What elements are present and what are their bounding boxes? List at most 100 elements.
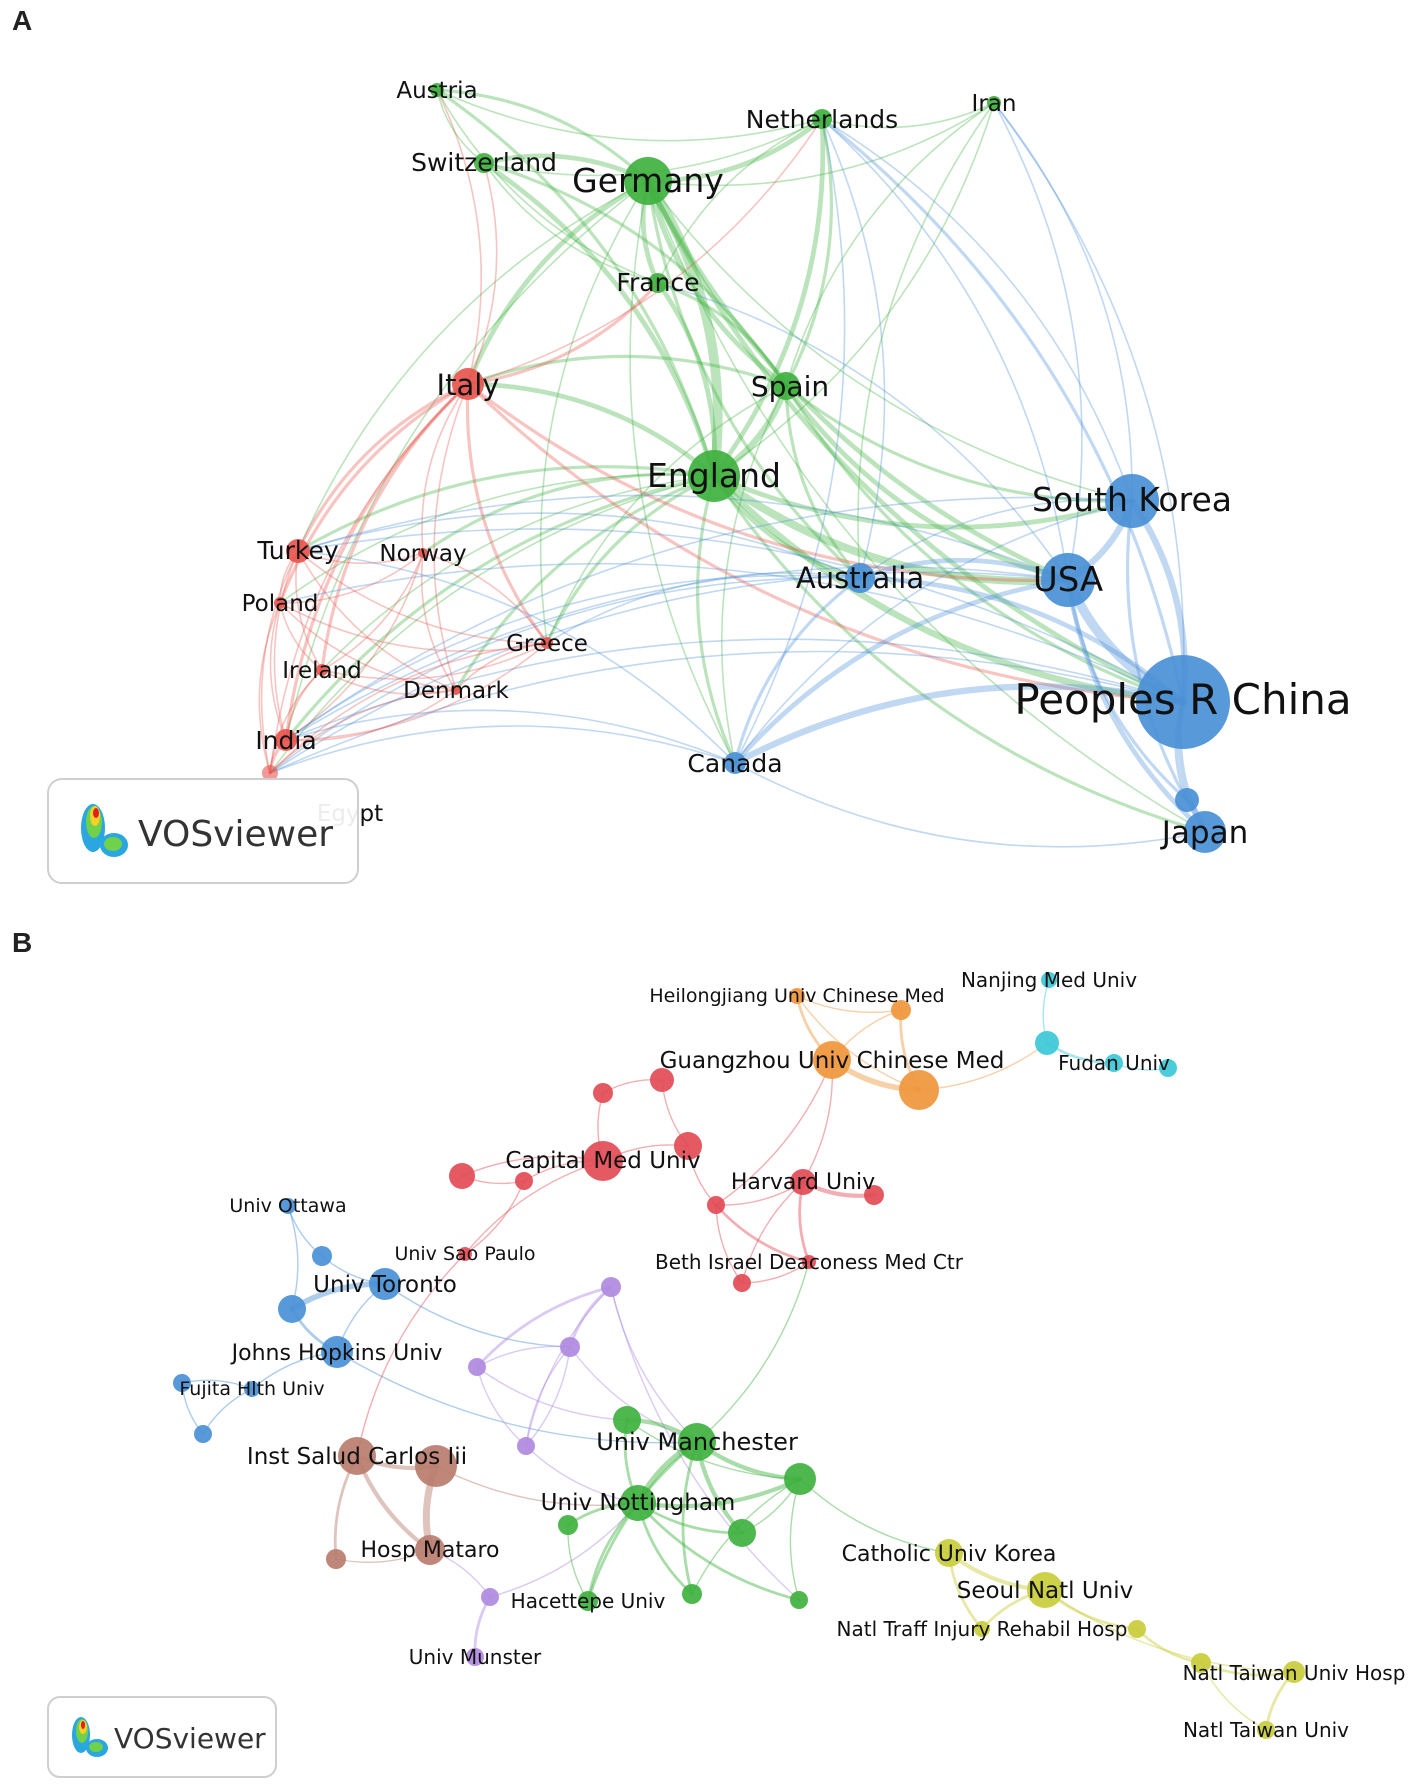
b-edge-p3-p4 bbox=[476, 1366, 527, 1447]
a-node-ireland[interactable] bbox=[316, 664, 328, 676]
a-node-usa[interactable] bbox=[1041, 553, 1095, 607]
b-node-ntuh[interactable] bbox=[1283, 1661, 1305, 1683]
b-node-cy3[interactable] bbox=[1159, 1059, 1177, 1077]
b-node-hacettepe[interactable] bbox=[578, 1591, 598, 1611]
b-node-mataro[interactable] bbox=[415, 1535, 445, 1565]
b-node-r8[interactable] bbox=[733, 1274, 751, 1292]
b-label-ntu: Natl Taiwan Univ bbox=[1183, 1718, 1349, 1742]
a-node-jp2[interactable] bbox=[1175, 788, 1199, 812]
b-node-br2[interactable] bbox=[415, 1445, 457, 1487]
b-node-traff[interactable] bbox=[974, 1621, 990, 1637]
b-node-g6[interactable] bbox=[790, 1591, 808, 1609]
a-edge-southkorea-australia bbox=[859, 499, 1133, 579]
a-node-spain[interactable] bbox=[772, 372, 800, 400]
b-node-p1[interactable] bbox=[601, 1277, 621, 1297]
b-node-toronto[interactable] bbox=[369, 1268, 401, 1300]
a-node-canada[interactable] bbox=[724, 752, 746, 774]
b-node-r5[interactable] bbox=[515, 1172, 533, 1190]
a-edge-ireland-greece bbox=[321, 642, 548, 680]
b-node-g1[interactable] bbox=[613, 1406, 641, 1434]
b-edge-p2-p3 bbox=[476, 1345, 571, 1368]
b-node-b2[interactable] bbox=[312, 1246, 332, 1266]
b-node-b4[interactable] bbox=[173, 1374, 191, 1392]
b-node-p3[interactable] bbox=[468, 1358, 486, 1376]
b-node-nottingham[interactable] bbox=[620, 1485, 656, 1521]
a-node-netherlands[interactable] bbox=[812, 109, 832, 129]
b-label-hacettepe: Hacettepe Univ bbox=[511, 1589, 666, 1613]
a-edge-usa-canada bbox=[732, 577, 1071, 766]
b-label-traff: Natl Traff Injury Rehabil Hosp bbox=[837, 1617, 1128, 1641]
b-node-carlos[interactable] bbox=[338, 1437, 376, 1475]
a-edge-england-canada bbox=[696, 474, 737, 765]
b-edge-johns-manchester bbox=[336, 1351, 698, 1444]
a-node-india[interactable] bbox=[275, 729, 297, 751]
a-node-austria[interactable] bbox=[430, 83, 444, 97]
a-edge-england-austria bbox=[435, 88, 716, 478]
a-node-iran[interactable] bbox=[987, 96, 1001, 110]
a-node-japan[interactable] bbox=[1184, 811, 1226, 853]
a-node-germany[interactable] bbox=[624, 157, 672, 205]
b-node-saopaulo[interactable] bbox=[458, 1247, 472, 1261]
a-node-turkey[interactable] bbox=[286, 539, 310, 563]
b-node-cy2[interactable] bbox=[1035, 1031, 1059, 1055]
a-node-australia[interactable] bbox=[845, 563, 875, 593]
b-node-g5[interactable] bbox=[682, 1584, 702, 1604]
a-label-southkorea: South Korea bbox=[1032, 480, 1232, 519]
a-node-poland[interactable] bbox=[274, 597, 286, 609]
a-edge-greece-denmark bbox=[455, 642, 548, 691]
a-node-italy[interactable] bbox=[452, 368, 484, 400]
b-node-b3[interactable] bbox=[278, 1295, 306, 1323]
b-node-g3[interactable] bbox=[728, 1519, 756, 1547]
b-node-b5[interactable] bbox=[194, 1425, 212, 1443]
a-node-france[interactable] bbox=[648, 273, 668, 293]
a-node-switzerland[interactable] bbox=[474, 153, 494, 173]
b-node-or2[interactable] bbox=[891, 1000, 911, 1020]
b-node-manchester[interactable] bbox=[678, 1423, 716, 1461]
b-node-ntu[interactable] bbox=[1257, 1721, 1275, 1739]
a-node-denmark[interactable] bbox=[451, 685, 461, 695]
b-node-r2[interactable] bbox=[593, 1083, 613, 1103]
a-node-china[interactable] bbox=[1136, 655, 1230, 749]
a-edge-italy-france bbox=[466, 281, 660, 386]
b-node-r7[interactable] bbox=[864, 1185, 884, 1205]
a-label-ireland: Ireland bbox=[282, 658, 362, 684]
b-node-y1[interactable] bbox=[1128, 1620, 1146, 1638]
b-node-ottawa[interactable] bbox=[280, 1198, 296, 1214]
b-node-r3[interactable] bbox=[674, 1132, 702, 1160]
b-node-r4[interactable] bbox=[449, 1163, 475, 1189]
b-node-p4[interactable] bbox=[517, 1437, 535, 1455]
b-node-harvard[interactable] bbox=[790, 1169, 816, 1195]
b-edge-p2-p4 bbox=[525, 1346, 571, 1447]
b-node-heilong[interactable] bbox=[789, 988, 805, 1004]
b-node-munster[interactable] bbox=[466, 1648, 484, 1666]
a-edge-china-canada bbox=[731, 683, 1187, 767]
b-node-nanjing[interactable] bbox=[1041, 972, 1057, 988]
b-node-r6[interactable] bbox=[707, 1196, 725, 1214]
b-node-beth[interactable] bbox=[802, 1255, 816, 1269]
b-node-g2[interactable] bbox=[784, 1463, 816, 1495]
b-node-guangzhou[interactable] bbox=[813, 1041, 851, 1079]
a-node-greece[interactable] bbox=[541, 637, 553, 649]
b-node-br3[interactable] bbox=[326, 1549, 346, 1569]
b-node-fudan[interactable] bbox=[1105, 1054, 1123, 1072]
b-node-p5[interactable] bbox=[481, 1588, 499, 1606]
b-label-seoul: Seoul Natl Univ bbox=[957, 1578, 1134, 1604]
a-node-norway[interactable] bbox=[418, 548, 428, 558]
b-node-r1[interactable] bbox=[650, 1068, 674, 1092]
b-node-or3[interactable] bbox=[899, 1070, 939, 1110]
b-label-nottingham: Univ Nottingham bbox=[541, 1490, 736, 1516]
b-node-catholic[interactable] bbox=[935, 1539, 963, 1567]
a-node-southkorea[interactable] bbox=[1105, 474, 1159, 528]
a-node-england[interactable] bbox=[688, 450, 740, 502]
b-node-capital[interactable] bbox=[583, 1141, 623, 1181]
b-label-fudan: Fudan Univ bbox=[1058, 1051, 1170, 1075]
b-node-seoul[interactable] bbox=[1027, 1572, 1063, 1608]
a-edge-india-greece bbox=[285, 642, 548, 741]
b-node-p2[interactable] bbox=[560, 1337, 580, 1357]
a-node-egypt[interactable] bbox=[262, 765, 278, 781]
b-node-johns[interactable] bbox=[321, 1336, 353, 1368]
b-node-fujita[interactable] bbox=[244, 1381, 260, 1397]
b-edge-p4-p2 bbox=[525, 1346, 571, 1447]
b-node-y2[interactable] bbox=[1191, 1653, 1211, 1673]
b-node-g4[interactable] bbox=[558, 1515, 578, 1535]
